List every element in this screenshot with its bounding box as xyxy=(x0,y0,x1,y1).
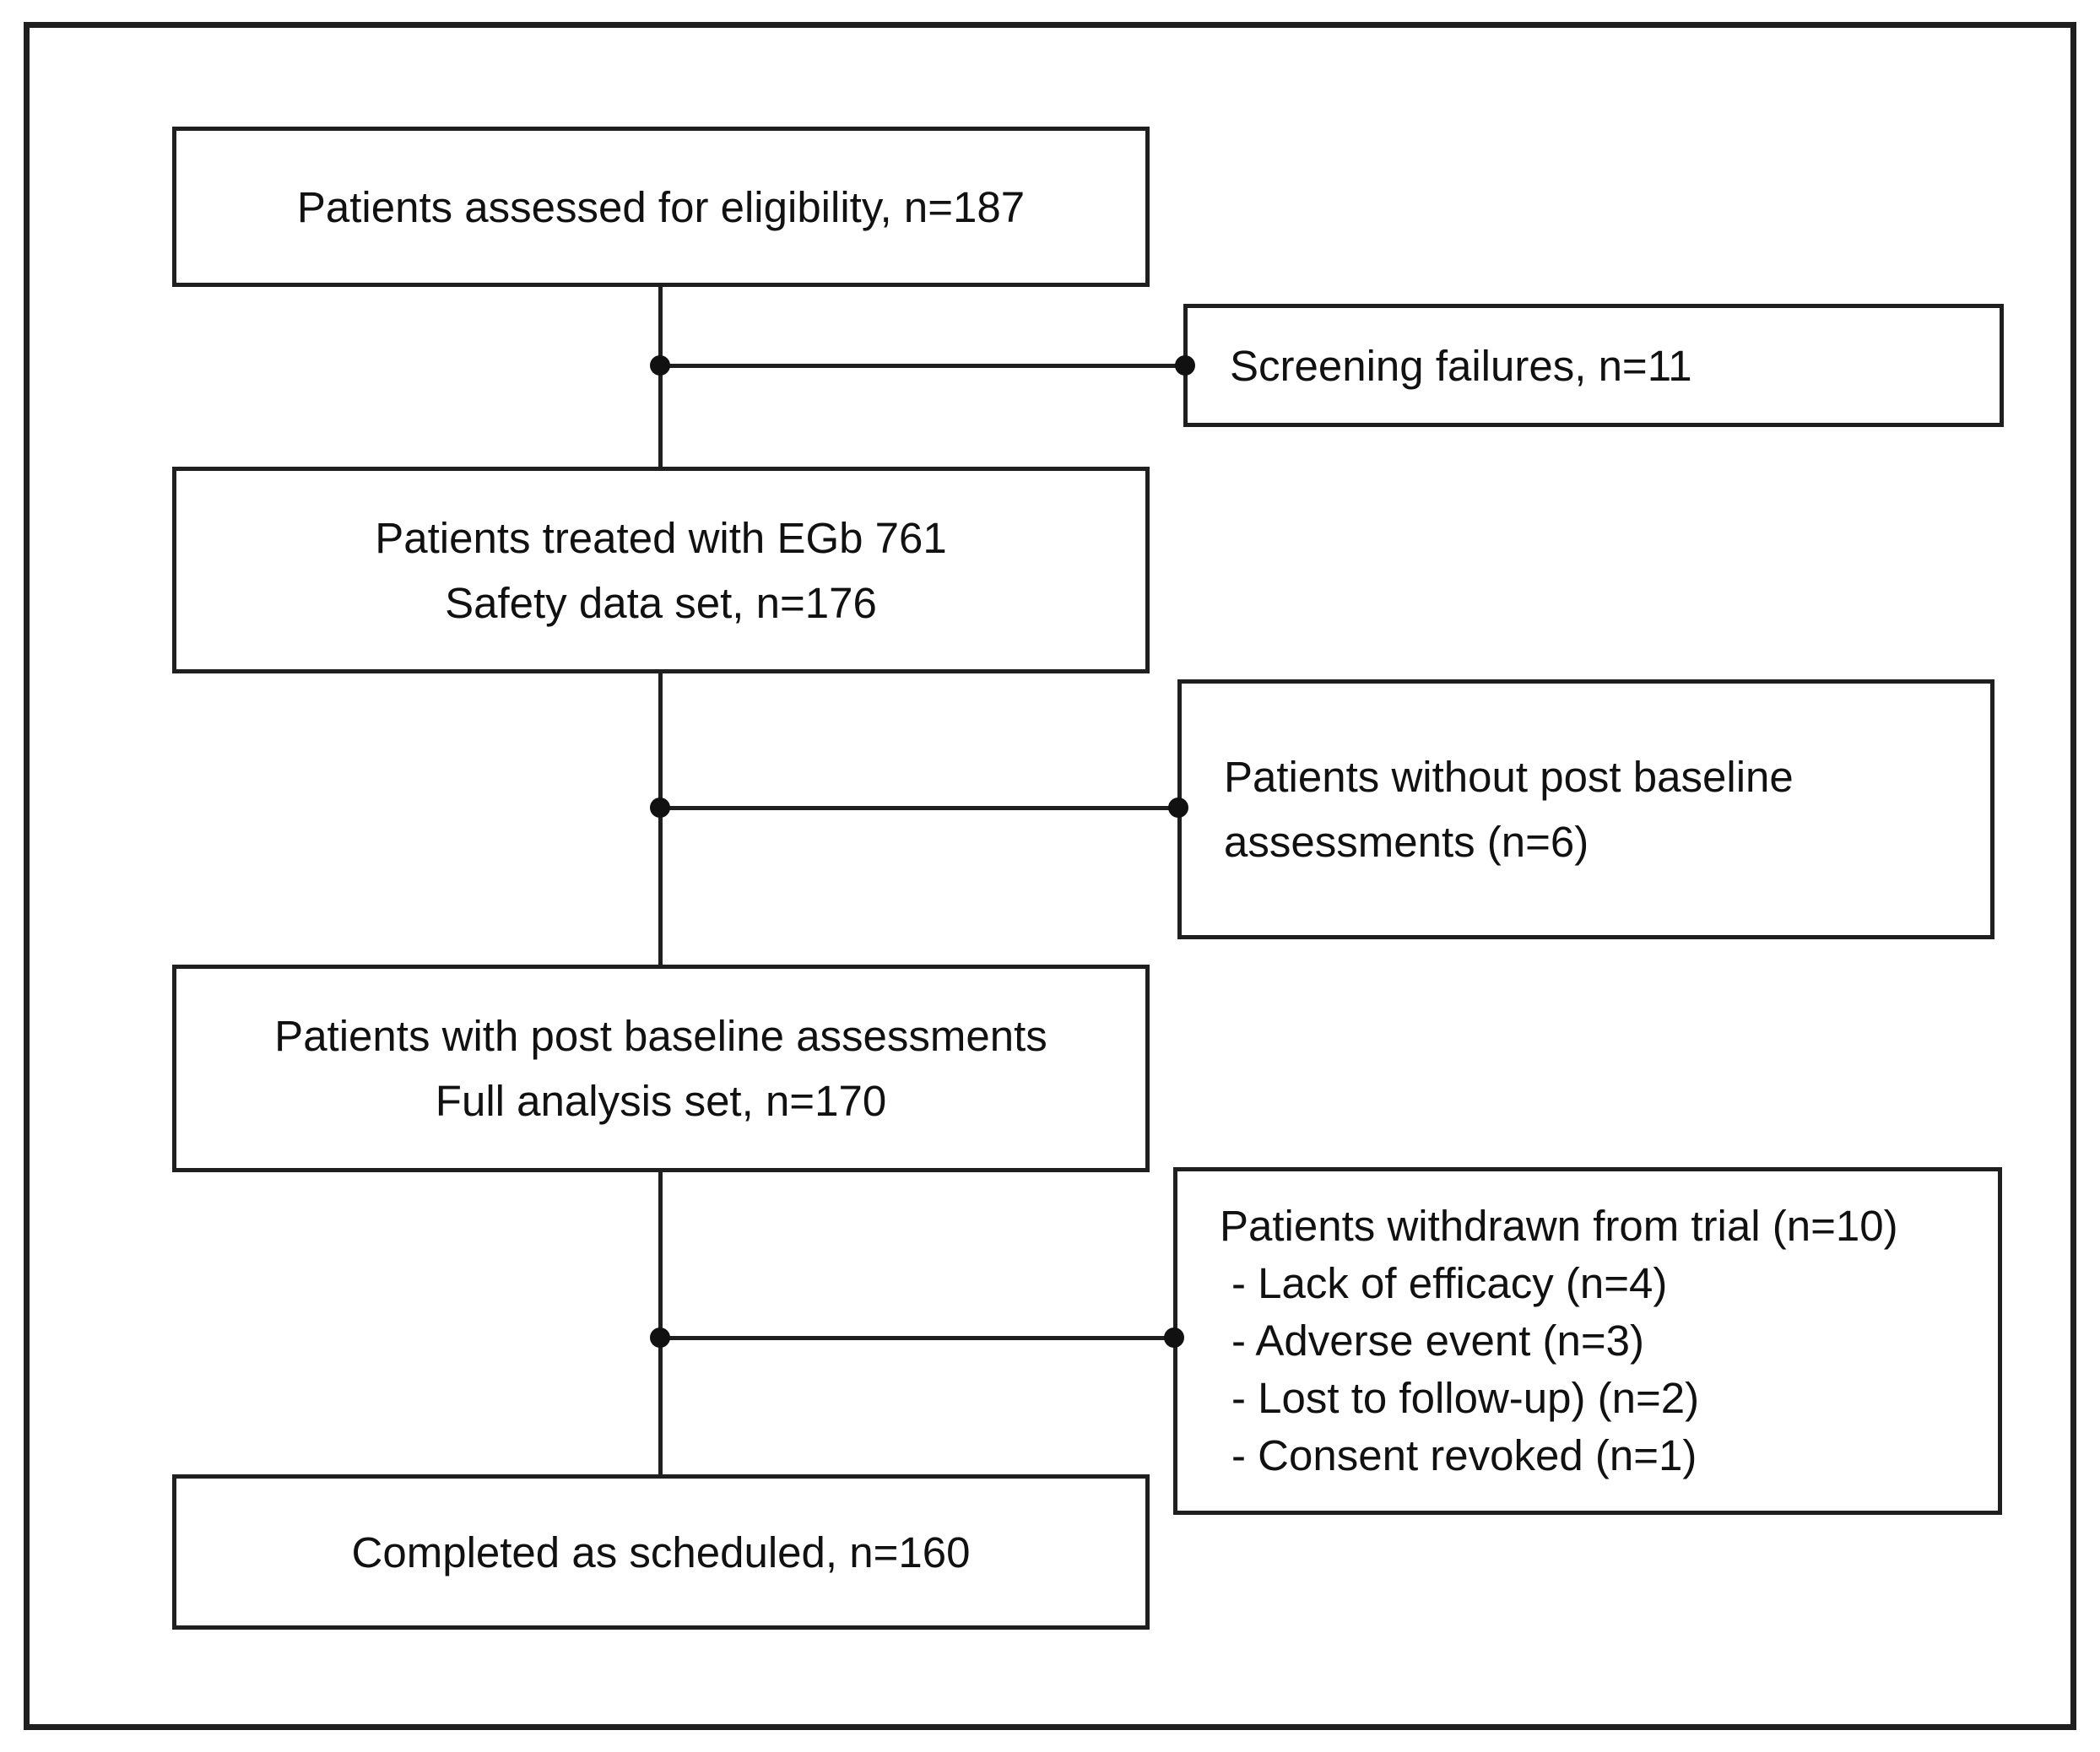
branch-screening-failures xyxy=(660,364,1187,368)
junction-dot-screening-right xyxy=(1175,355,1195,376)
connector-vertical-3 xyxy=(658,1171,663,1477)
junction-dot-no-post-baseline-right xyxy=(1168,798,1188,818)
box-no-post-baseline-line-2: assessments (n=6) xyxy=(1224,818,1589,866)
box-eligibility: Patients assessed for eligibility, n=187 xyxy=(172,127,1150,287)
box-treated-safety-line-1: Patients treated with EGb 761 xyxy=(375,513,947,562)
box-withdrawn-reason-2: - Adverse event (n=3) xyxy=(1231,1317,1645,1365)
box-screening-failures: Screening failures, n=11 xyxy=(1183,304,2004,427)
box-withdrawn-reason-4: - Consent revoked (n=1) xyxy=(1231,1431,1697,1479)
junction-dot-withdrawn-left xyxy=(650,1328,670,1348)
connector-vertical-1 xyxy=(658,285,663,469)
branch-no-post-baseline xyxy=(660,806,1180,810)
branch-withdrawn xyxy=(660,1336,1176,1340)
junction-dot-withdrawn-right xyxy=(1164,1328,1184,1348)
box-withdrawn-reason-1: - Lack of efficacy (n=4) xyxy=(1231,1259,1668,1307)
box-no-post-baseline: Patients without post baseline assessmen… xyxy=(1177,679,1994,939)
box-completed: Completed as scheduled, n=160 xyxy=(172,1474,1150,1630)
connector-vertical-2 xyxy=(658,672,663,967)
box-treated-safety-line-2: Safety data set, n=176 xyxy=(445,578,877,627)
box-no-post-baseline-line-1: Patients without post baseline xyxy=(1224,753,1794,801)
junction-dot-screening-left xyxy=(650,355,670,376)
box-withdrawn-reason-3: - Lost to follow-up) (n=2) xyxy=(1231,1374,1700,1422)
box-completed-line: Completed as scheduled, n=160 xyxy=(351,1528,971,1576)
box-withdrawn: Patients withdrawn from trial (n=10) - L… xyxy=(1173,1167,2002,1515)
box-treated-safety: Patients treated with EGb 761 Safety dat… xyxy=(172,467,1150,673)
junction-dot-no-post-baseline-left xyxy=(650,798,670,818)
box-full-analysis-line-1: Patients with post baseline assessments xyxy=(274,1012,1047,1060)
box-full-analysis: Patients with post baseline assessments … xyxy=(172,965,1150,1172)
box-withdrawn-title: Patients withdrawn from trial (n=10) xyxy=(1220,1202,1898,1250)
box-full-analysis-line-2: Full analysis set, n=170 xyxy=(435,1077,887,1125)
box-eligibility-line: Patients assessed for eligibility, n=187 xyxy=(296,182,1026,231)
box-screening-failures-line: Screening failures, n=11 xyxy=(1230,341,1692,390)
outer-frame xyxy=(24,22,2076,1730)
